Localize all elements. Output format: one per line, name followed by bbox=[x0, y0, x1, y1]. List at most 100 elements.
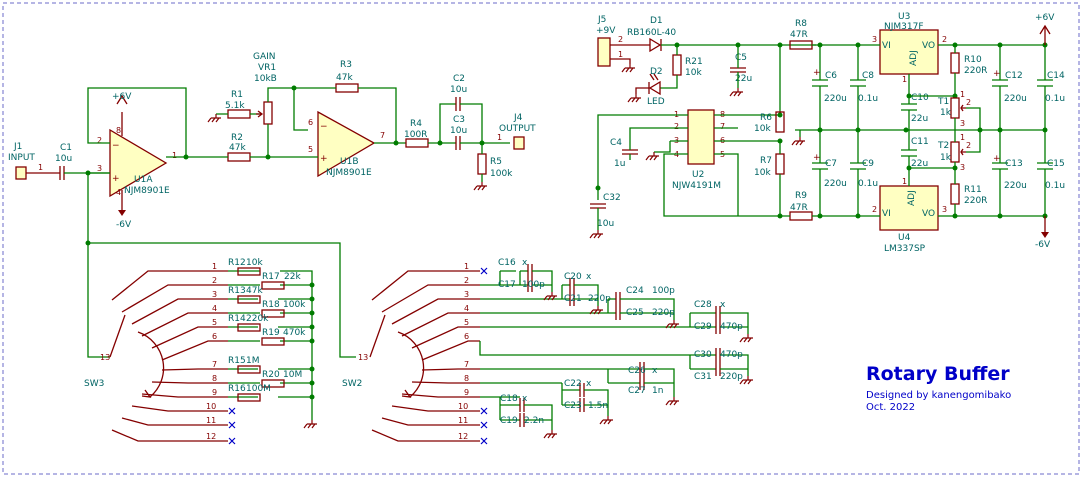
u1a-pin-1: 1 bbox=[172, 151, 177, 160]
c3-ref: C3 bbox=[453, 115, 465, 125]
c28-ref: C28 bbox=[694, 300, 712, 310]
sw2-nc-1-icon bbox=[480, 267, 488, 275]
c28-ground-icon bbox=[739, 333, 754, 343]
j5-ground-icon bbox=[621, 63, 636, 73]
sw3-pin-10: 10 bbox=[206, 402, 216, 411]
sw2-pin-4: 4 bbox=[464, 304, 469, 313]
sw2-pin-2: 2 bbox=[464, 276, 469, 285]
sw3-pin-2: 2 bbox=[212, 276, 217, 285]
r21-ref: R21 bbox=[685, 57, 703, 67]
sw2-pin-11: 11 bbox=[458, 416, 468, 425]
r5-value: 100k bbox=[490, 169, 513, 179]
sw3-ground-icon bbox=[303, 419, 318, 429]
sw3-pin-12: 12 bbox=[206, 432, 216, 441]
j5-name: +9V bbox=[596, 26, 616, 36]
c16-value: x bbox=[522, 258, 528, 268]
u1a-supply-neg: -6V bbox=[116, 220, 132, 230]
c5-ground-icon bbox=[729, 87, 744, 97]
sw2-nc-12-icon bbox=[480, 437, 488, 445]
c8-value: 0.1u bbox=[858, 94, 878, 104]
c2-value: 10u bbox=[450, 85, 467, 95]
c26-ground-icon bbox=[665, 396, 680, 406]
r17-ref: R17 bbox=[262, 272, 280, 282]
r8-ref: R8 bbox=[795, 19, 807, 29]
c18-ref: C18 bbox=[500, 394, 518, 404]
t1-pin-1: 1 bbox=[960, 90, 965, 99]
r20-resistor bbox=[261, 379, 285, 388]
r18-resistor bbox=[261, 309, 285, 318]
c13-value: 220u bbox=[1004, 181, 1027, 191]
r5-ground-icon bbox=[473, 181, 488, 191]
c25-value: 220p bbox=[652, 308, 675, 318]
neg-rail-arrow bbox=[1041, 232, 1049, 238]
sw2-rotor-arc bbox=[397, 331, 425, 398]
t2-trimmer bbox=[950, 141, 960, 163]
c16-ref: C16 bbox=[498, 258, 516, 268]
u2-ref: U2 bbox=[692, 170, 704, 180]
u1a-opamp bbox=[109, 128, 168, 198]
sw3-nc-10-icon bbox=[228, 407, 236, 415]
t1-pin-2: 2 bbox=[966, 98, 971, 107]
c29-value: 470p bbox=[720, 322, 743, 332]
r19-value: 470k bbox=[283, 328, 306, 338]
r12-ref: R12 bbox=[228, 258, 246, 268]
u1b-opamp bbox=[317, 110, 376, 178]
u3-ref: U3 bbox=[898, 12, 910, 22]
sw2-capacitor-switch: 13 SW2 1 2 3 4 5 6 7 8 9 10 11 12 C16 x bbox=[342, 258, 754, 445]
u1b-pin-5: 5 bbox=[308, 145, 313, 154]
led-light-icon bbox=[649, 73, 659, 81]
c14-ref: C14 bbox=[1047, 71, 1065, 81]
u3-pin-1: 1 bbox=[902, 75, 907, 84]
r5-ref: R5 bbox=[490, 157, 502, 167]
r3-value: 47k bbox=[336, 73, 353, 83]
vr1-potentiometer bbox=[263, 101, 273, 125]
sw2-nc-10-icon bbox=[480, 407, 488, 415]
c4-value: 1u bbox=[614, 159, 625, 169]
title-date: Oct. 2022 bbox=[866, 402, 915, 413]
r6-ref: R6 bbox=[760, 113, 772, 123]
c22-ground-icon bbox=[599, 415, 614, 425]
c31-ref: C31 bbox=[694, 372, 712, 382]
r3-ref: R3 bbox=[340, 60, 352, 70]
d1-ref: D1 bbox=[650, 16, 663, 26]
u2-part: NJW4191M bbox=[672, 181, 721, 191]
j4-connector bbox=[513, 136, 525, 150]
u3-regulator bbox=[879, 29, 939, 75]
r15-resistor bbox=[237, 365, 261, 374]
r8-value: 47R bbox=[790, 30, 808, 40]
d1-part: RB160L-40 bbox=[627, 28, 676, 38]
r6-resistor bbox=[775, 111, 785, 133]
u1b-part: NJM8901E bbox=[326, 168, 372, 178]
c6-polarity: + bbox=[813, 68, 821, 78]
u4-pin-2: 2 bbox=[872, 205, 877, 214]
r12-value: 10k bbox=[246, 258, 263, 268]
u4-ref: U4 bbox=[898, 233, 911, 243]
c21-ref: C21 bbox=[564, 294, 582, 304]
sw2-pin-6: 6 bbox=[464, 332, 469, 341]
r6-value: 10k bbox=[754, 124, 771, 134]
d2-part: LED bbox=[647, 97, 665, 107]
sw3-nc-11-icon bbox=[228, 421, 236, 429]
sw3-pin-9: 9 bbox=[212, 388, 217, 397]
c32-ground-icon bbox=[589, 229, 604, 239]
r9-ref: R9 bbox=[795, 191, 807, 201]
r7-ref: R7 bbox=[760, 156, 772, 166]
c22-ref: C22 bbox=[564, 379, 582, 389]
t2-ref: T2 bbox=[937, 141, 949, 151]
r11-resistor bbox=[950, 183, 960, 205]
c5-value: 22u bbox=[735, 74, 752, 84]
r7-value: 10k bbox=[754, 168, 771, 178]
r1-value: 5.1k bbox=[225, 101, 245, 111]
u3-pin-3: 3 bbox=[872, 35, 877, 44]
c30-ref: C30 bbox=[694, 350, 712, 360]
c3-value: 10u bbox=[450, 126, 467, 136]
r16-ref: R16 bbox=[228, 384, 246, 394]
r4-resistor bbox=[405, 138, 429, 148]
c26-value: x bbox=[652, 366, 658, 376]
r9-resistor bbox=[789, 211, 813, 221]
u1a-plus: + bbox=[112, 174, 120, 184]
sw2-pin-1: 1 bbox=[464, 262, 469, 271]
r14-value: 220k bbox=[246, 314, 269, 324]
